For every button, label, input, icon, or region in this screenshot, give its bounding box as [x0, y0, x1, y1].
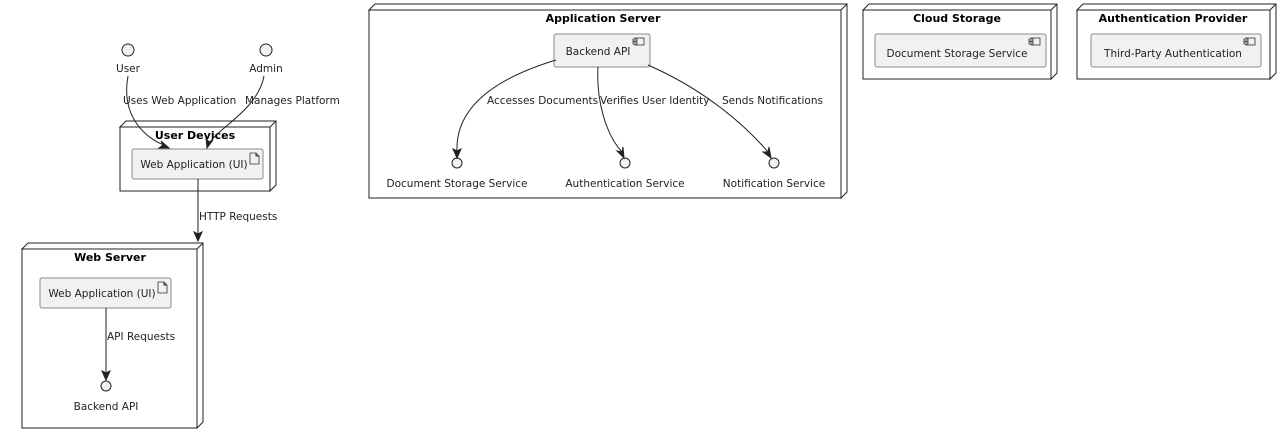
actor-user[interactable]: User [116, 43, 141, 75]
edge-label: Verifies User Identity [600, 95, 709, 107]
edge-http-requests: HTTP Requests [192, 179, 277, 243]
interface-notification[interactable]: Notification Service [723, 157, 825, 190]
edge-label: Uses Web Application [123, 95, 236, 107]
edge-accesses-documents: Accesses Documents [451, 59, 598, 160]
artifact-web-application-devices[interactable]: Web Application (UI) [131, 148, 264, 180]
edge-label: API Requests [107, 331, 175, 343]
component-label: Third-Party Authentication [1103, 48, 1242, 60]
edge-api-requests: API Requests [100, 308, 175, 382]
actor-admin[interactable]: Admin [249, 43, 283, 75]
interface-backend-api[interactable]: Backend API [74, 380, 139, 413]
edge-label: Accesses Documents [487, 95, 598, 107]
component-backend-api[interactable]: Backend API [553, 33, 651, 68]
node-title: Application Server [546, 12, 661, 25]
component-document-storage-service[interactable]: Document Storage Service [874, 33, 1047, 68]
artifact-label: Web Application (UI) [140, 159, 247, 171]
edge-verifies-identity: Verifies User Identity [597, 66, 709, 160]
node-title: Cloud Storage [913, 12, 1001, 25]
interface-document-storage[interactable]: Document Storage Service [387, 157, 528, 190]
interface-label: Authentication Service [565, 178, 684, 190]
component-third-party-authentication[interactable]: Third-Party Authentication [1090, 33, 1262, 68]
interface-label: Backend API [74, 401, 139, 413]
edge-sends-notifications: Sends Notifications [647, 64, 823, 160]
edge-uses-web-application: Uses Web Application [123, 75, 236, 149]
edge-label: Manages Platform [245, 95, 340, 107]
component-label: Document Storage Service [887, 48, 1028, 60]
edge-label: Sends Notifications [722, 95, 823, 107]
interface-authentication[interactable]: Authentication Service [565, 157, 685, 190]
node-title: Authentication Provider [1099, 12, 1248, 25]
interface-label: Notification Service [723, 178, 825, 190]
actor-label: User [116, 63, 141, 75]
node-title: Web Server [74, 251, 146, 264]
interface-label: Document Storage Service [387, 178, 528, 190]
artifact-web-application-server[interactable]: Web Application (UI) [39, 277, 172, 309]
edge-manages-platform: Manages Platform [205, 75, 340, 150]
artifact-label: Web Application (UI) [48, 288, 155, 300]
edge-label: HTTP Requests [199, 211, 277, 223]
component-label: Backend API [566, 46, 631, 58]
node-title: User Devices [155, 129, 236, 142]
actor-label: Admin [249, 63, 282, 75]
